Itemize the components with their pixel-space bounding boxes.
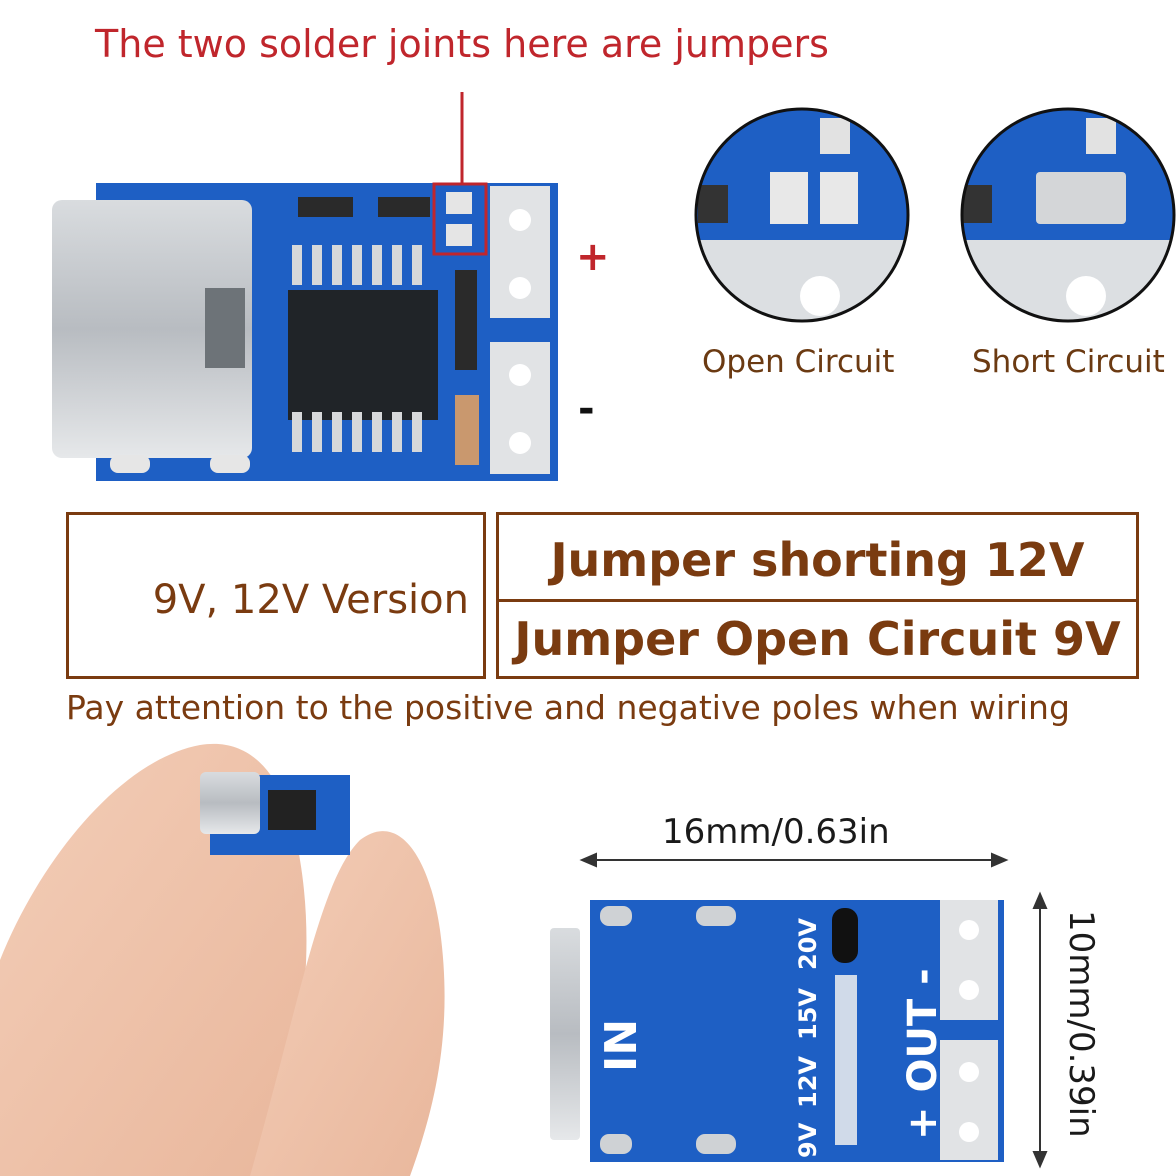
voltage-label-15v: 15V — [794, 988, 822, 1040]
version-cell: 9V, 12V Version — [66, 512, 486, 679]
voltage-label-20v: 20V — [794, 918, 822, 970]
wiring-warning: Pay attention to the positive and negati… — [66, 688, 1070, 727]
height-dimension-label: 10mm/0.39in — [1061, 910, 1101, 1138]
negative-pole-label: - — [578, 386, 595, 432]
jumper-open-text: Jumper Open Circuit 9V — [514, 612, 1121, 666]
width-dimension-arrow — [579, 852, 1009, 868]
negative-terminal — [490, 342, 550, 474]
jumper-short-row: Jumper shorting 12V — [496, 512, 1139, 602]
finger-holding-board — [0, 743, 445, 1176]
voltage-label-12v: 12V — [794, 1056, 822, 1108]
voltage-label-9v: 9V — [794, 1122, 822, 1158]
ic-chip — [288, 290, 438, 420]
usb-c-connector — [52, 200, 252, 458]
pcb-top-view — [52, 183, 558, 481]
jumper-open-row: Jumper Open Circuit 9V — [496, 599, 1139, 679]
out-label: + OUT - — [900, 968, 946, 1140]
jumper-short-text: Jumper shorting 12V — [550, 533, 1085, 587]
open-circuit-label: Open Circuit — [702, 344, 895, 380]
short-circuit-label: Short Circuit — [972, 344, 1165, 380]
version-label: 9V, 12V Version — [152, 577, 469, 623]
in-label: IN — [596, 1019, 647, 1072]
jumper-highlight-box — [432, 182, 488, 256]
closeup-open-circuit — [696, 109, 908, 321]
width-dimension-label: 16mm/0.63in — [662, 812, 890, 852]
jumper-annotation-title: The two solder joints here are jumpers — [95, 22, 829, 66]
positive-pole-label: + — [576, 234, 610, 280]
height-dimension-arrow — [1032, 891, 1048, 1169]
pcb-bottom-view — [550, 900, 1004, 1162]
closeup-short-circuit — [962, 109, 1174, 321]
